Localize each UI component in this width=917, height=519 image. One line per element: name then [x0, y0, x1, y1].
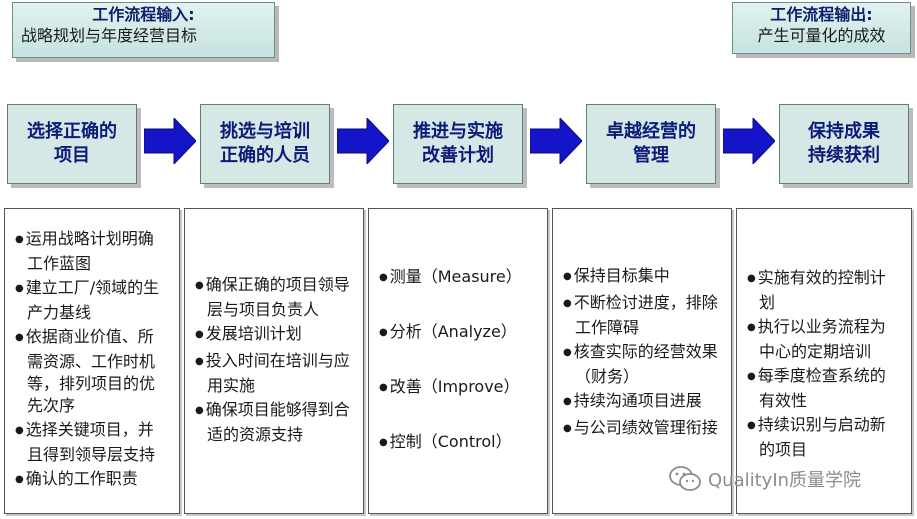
detail-box-select-project: 运用战略计划明确工作蓝图 建立工厂/领域的生产力基线 依据商业价值、所需资源、工…: [4, 208, 180, 514]
step-select-project: 选择正确的 项目: [7, 104, 137, 184]
workflow-input-label: 工作流程输入:: [92, 5, 195, 24]
detail-item: 运用战略计划明确工作蓝图: [15, 228, 169, 275]
detail-item: 核查实际的经营效果（财务）: [563, 341, 721, 388]
flow-arrow-icon: [530, 118, 582, 164]
detail-item: 每季度检查系统的有效性: [747, 365, 901, 412]
watermark-text: QualityIn质量学院: [708, 470, 862, 491]
detail-item: 实施有效的控制计划: [747, 267, 901, 314]
flow-arrow-icon: [723, 118, 775, 164]
detail-item: 不断检讨进度，排除工作障碍: [563, 292, 721, 339]
detail-item: 保持目标集中: [563, 265, 721, 290]
detail-item: 选择关键项目，并且得到领导层支持: [15, 419, 169, 466]
detail-item: 依据商业价值、所需资源、工作时机等，排列项目的优先次序: [15, 326, 169, 417]
workflow-output-label: 工作流程输出:: [770, 5, 873, 24]
detail-box-implement-plan: 测量（Measure） 分析（Analyze） 改善（Improve） 控制（C…: [368, 208, 548, 514]
detail-item: 投入时间在培训与应用实施: [195, 350, 353, 397]
detail-box-sustain-results: 实施有效的控制计划 执行以业务流程为中心的定期培训 每季度检查系统的有效性 持续…: [736, 208, 912, 514]
detail-item: 确认的工作职责: [15, 468, 169, 493]
detail-item: 建立工厂/领域的生产力基线: [15, 277, 169, 324]
detail-item: 持续识别与启动新的项目: [747, 414, 901, 461]
detail-item: 与公司绩效管理衔接: [563, 417, 721, 442]
workflow-input-text: 战略规划与年度经营目标: [21, 26, 198, 45]
detail-item: 分析（Analyze）: [379, 321, 537, 346]
detail-item: 持续沟通项目进展: [563, 390, 721, 415]
detail-item: 控制（Control）: [379, 431, 537, 456]
workflow-input-box: 工作流程输入: 战略规划与年度经营目标: [12, 2, 275, 58]
workflow-output-box: 工作流程输出: 产生可量化的成效: [732, 2, 911, 54]
detail-box-select-people: 确保正确的项目领导层与项目负责人 发展培训计划 投入时间在培训与应用实施 确保项…: [184, 208, 364, 514]
step-label: 挑选与培训 正确的人员: [220, 121, 310, 166]
step-label: 卓越经营的 管理: [606, 121, 696, 166]
step-label: 保持成果 持续获利: [808, 121, 880, 166]
step-operational-management: 卓越经营的 管理: [586, 104, 716, 184]
watermark: QualityIn质量学院: [668, 464, 861, 494]
step-implement-plan: 推进与实施 改善计划: [393, 104, 523, 184]
wechat-icon: [669, 466, 701, 491]
detail-box-operational-management: 保持目标集中 不断检讨进度，排除工作障碍 核查实际的经营效果（财务） 持续沟通项…: [552, 208, 732, 514]
step-label: 选择正确的 项目: [27, 121, 117, 166]
step-sustain-results: 保持成果 持续获利: [779, 104, 909, 184]
detail-item: 执行以业务流程为中心的定期培训: [747, 316, 901, 363]
detail-item: 确保正确的项目领导层与项目负责人: [195, 274, 353, 321]
workflow-output-text: 产生可量化的成效: [757, 26, 886, 45]
step-label: 推进与实施 改善计划: [413, 121, 503, 166]
detail-item: 改善（Improve）: [379, 376, 537, 401]
step-select-people: 挑选与培训 正确的人员: [200, 104, 330, 184]
detail-item: 测量（Measure）: [379, 266, 537, 291]
flow-arrow-icon: [337, 118, 389, 164]
detail-item: 确保项目能够得到合适的资源支持: [195, 399, 353, 446]
flow-arrow-icon: [144, 118, 196, 164]
detail-item: 发展培训计划: [195, 323, 353, 348]
